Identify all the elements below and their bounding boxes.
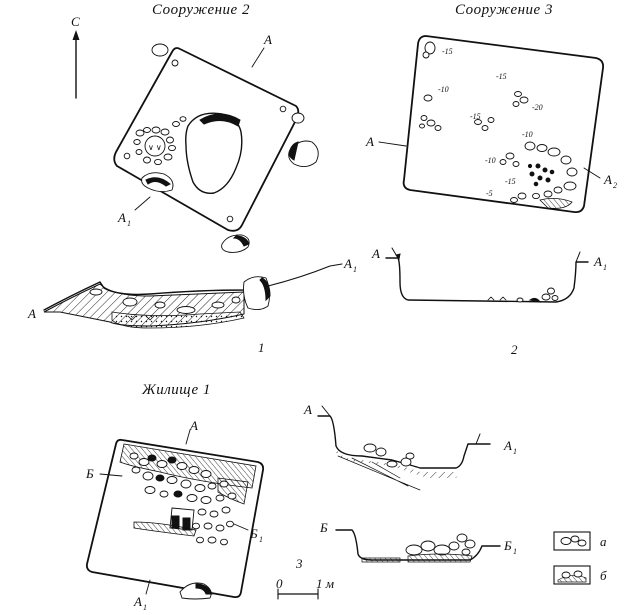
legend (553, 531, 591, 585)
scale-one: 1 м (316, 576, 334, 591)
title-s2: Сооружение 2 (152, 2, 250, 18)
depth-5: -15 (470, 112, 481, 121)
zh-sec-a1-sub: 1 (513, 447, 517, 456)
zh-sec-b: Б (319, 520, 328, 535)
s2-sec-a1: А (343, 256, 352, 271)
svg-text:∨ ∨: ∨ ∨ (148, 143, 162, 152)
s3-depths: -15 -10 -15 -20 -15 -10 -10 -15 -5 (438, 47, 543, 198)
zh-plan-a1: А (133, 594, 142, 609)
zh-plan-a1-sub: 1 (143, 603, 147, 612)
s3-hearth (527, 163, 555, 187)
zh1-plan (85, 429, 265, 600)
north-arrow-icon (72, 30, 80, 99)
fig-3: 3 (295, 556, 303, 571)
s3-sec-a1-sub: 1 (603, 263, 607, 272)
scale-zero: 0 (276, 576, 283, 591)
s2-hearth: ∨ ∨ (133, 116, 187, 166)
zh1-section-a (317, 405, 491, 491)
fig-2: 2 (511, 342, 518, 357)
zh-sec-b1-sub: 1 (513, 547, 517, 556)
s3-sec-a1: А (593, 254, 602, 269)
scale-bar (277, 588, 319, 600)
zh-sec-a1: А (503, 438, 512, 453)
depth-1: -15 (442, 47, 453, 56)
s2-plan: ∨ ∨ (113, 43, 319, 253)
zh-plan-b1: Б (249, 526, 258, 541)
s2-section (43, 263, 343, 329)
s3-sec-a: А (371, 246, 380, 261)
depth-8: -15 (505, 177, 516, 186)
s3-plan-a: А (365, 134, 374, 149)
title-s3: Сооружение 3 (455, 2, 553, 18)
depth-7: -10 (485, 156, 496, 165)
s2-sec-a1-sub: 1 (353, 265, 357, 274)
depth-3: -15 (496, 72, 507, 81)
depth-4: -20 (532, 103, 543, 112)
fig-1: 1 (258, 340, 265, 355)
zh-plan-b: Б (85, 466, 94, 481)
zh1-section-b (335, 529, 501, 563)
s3-plan (378, 35, 605, 214)
depth-2: -10 (438, 85, 449, 94)
s2-plan-a1-sub: 1 (127, 219, 131, 228)
s2-plan-a1: А (117, 210, 126, 225)
legend-label-a: а (600, 534, 607, 549)
zh-sec-a: А (303, 402, 312, 417)
s3-plan-a2: А (603, 172, 612, 187)
depth-9: -5 (486, 189, 493, 198)
s3-plan-a2-sub: 2 (613, 181, 617, 190)
legend-label-b: б (600, 568, 607, 583)
depth-6: -10 (522, 130, 533, 139)
zh-plan-a: А (189, 418, 198, 433)
zh-sec-b1: Б (503, 538, 512, 553)
s2-sec-a: А (27, 306, 36, 321)
zh1-stones (129, 452, 237, 546)
s3-section (385, 247, 589, 303)
north-label: С (71, 14, 80, 29)
title-zh1: Жилище 1 (141, 382, 211, 398)
zh-plan-b1-sub: 1 (259, 535, 263, 544)
s2-plan-a: А (263, 32, 272, 47)
